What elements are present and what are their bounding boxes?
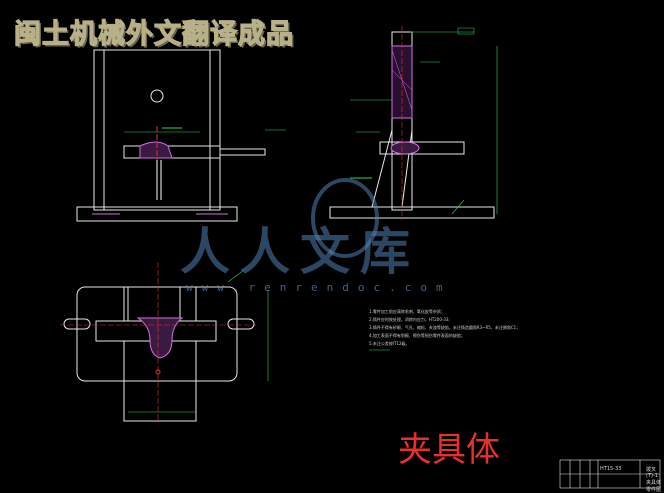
note-line: 5.未注公差按IT12级。 [369,341,410,346]
watermark-logo [311,178,379,258]
note-line: 3.铸件不得有砂眼、气孔、缩松、夹渣等缺陷，未注铸造圆角R3~R5，未注倒角C1… [369,325,521,330]
top-view [60,262,269,422]
title-block [559,459,661,489]
note-line: 1.零件加工前应清除毛刺、氧化皮等杂质； [369,309,445,314]
part-label: 夹具体 [398,430,500,470]
watermark-brand: 人人文库 [180,223,420,281]
title-block-name: 夹具体零件图 [646,480,662,493]
side-view [329,26,498,220]
watermark-url: www.renrendoc.com [186,281,452,294]
note-line: 2.铸件应时效处理，消除内应力，HT200-33; [369,317,450,322]
front-view [76,49,286,222]
note-line: 4.加工表面不得有划痕、擦伤等损伤零件表面的缺陷； [369,333,465,338]
banner-title: 闽土机械外文翻译成品 [13,18,294,50]
title-block-code: HT15-33 [600,466,622,472]
title-block-sheet: 拨叉(T)-1 [646,467,658,479]
technical-notes: 1.零件加工前应清除毛刺、氧化皮等杂质； 2.铸件应时效处理，消除内应力，HT2… [369,308,579,348]
